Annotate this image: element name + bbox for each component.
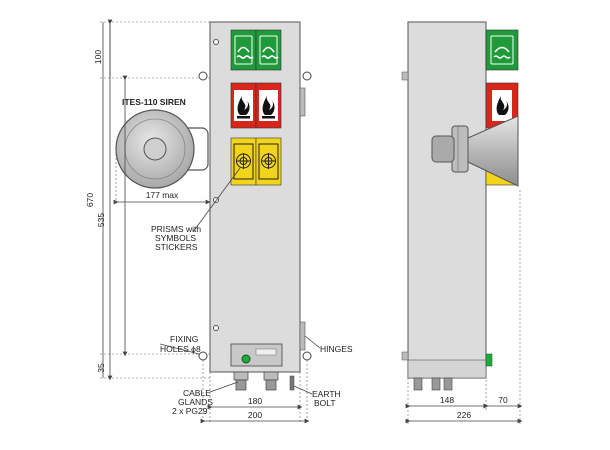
fixing-label-1: FIXING [170,334,198,344]
prisms-label-3: STICKERS [155,242,198,252]
prism-yellow-right [255,137,282,186]
side-shower-icon [490,35,514,65]
dim-100: 100 [93,50,103,64]
siren [115,109,209,189]
dim-177 [113,150,211,206]
prisms-label-1: PRISMS with [151,224,201,234]
target-symbol-icon [233,143,279,180]
dim-670: 670 [85,193,95,207]
hinge-top [299,87,306,117]
cable-gland-right [263,371,279,391]
hinge-bottom [299,321,306,351]
dim-226: 226 [457,410,471,420]
fixing-hole-bottom-right [302,351,312,361]
side-view [401,21,519,391]
cable-label-1: CABLE [183,388,211,398]
siren-label: ITES-110 SIREN [122,97,186,107]
cable-label-3: 2 x PG29 [172,406,208,416]
dim-177-text: 177 max [146,190,179,200]
hinges-label: HINGES [320,344,353,354]
dim-535: 535 [96,213,106,227]
enclosure-body [209,21,301,373]
indicator-lamp [241,354,251,364]
earth-label-1: EARTH [312,389,341,399]
flame-symbol-icon [234,90,278,121]
prisms-label-2: SYMBOLS [155,233,196,243]
dim-35: 35 [96,363,106,373]
earth-label-2: BOLT [314,398,336,408]
shower-symbol-icon [234,35,279,65]
fixing-hole-top-right [302,71,312,81]
dim-200: 200 [248,410,262,420]
dim-180: 180 [248,396,262,406]
side-enclosure-body [407,21,487,379]
cable-gland-left [233,371,249,391]
side-flame-icon [492,90,512,121]
cable-label-2: GLANDS [178,397,213,407]
dim-70: 70 [498,395,508,405]
front-view [100,19,312,391]
dim-148: 148 [440,395,454,405]
fixing-label-2: HOLES ϕ8 [160,344,201,354]
side-horn-siren [431,115,519,187]
fixing-hole-top-left [198,71,208,81]
earth-bolt [289,375,295,391]
